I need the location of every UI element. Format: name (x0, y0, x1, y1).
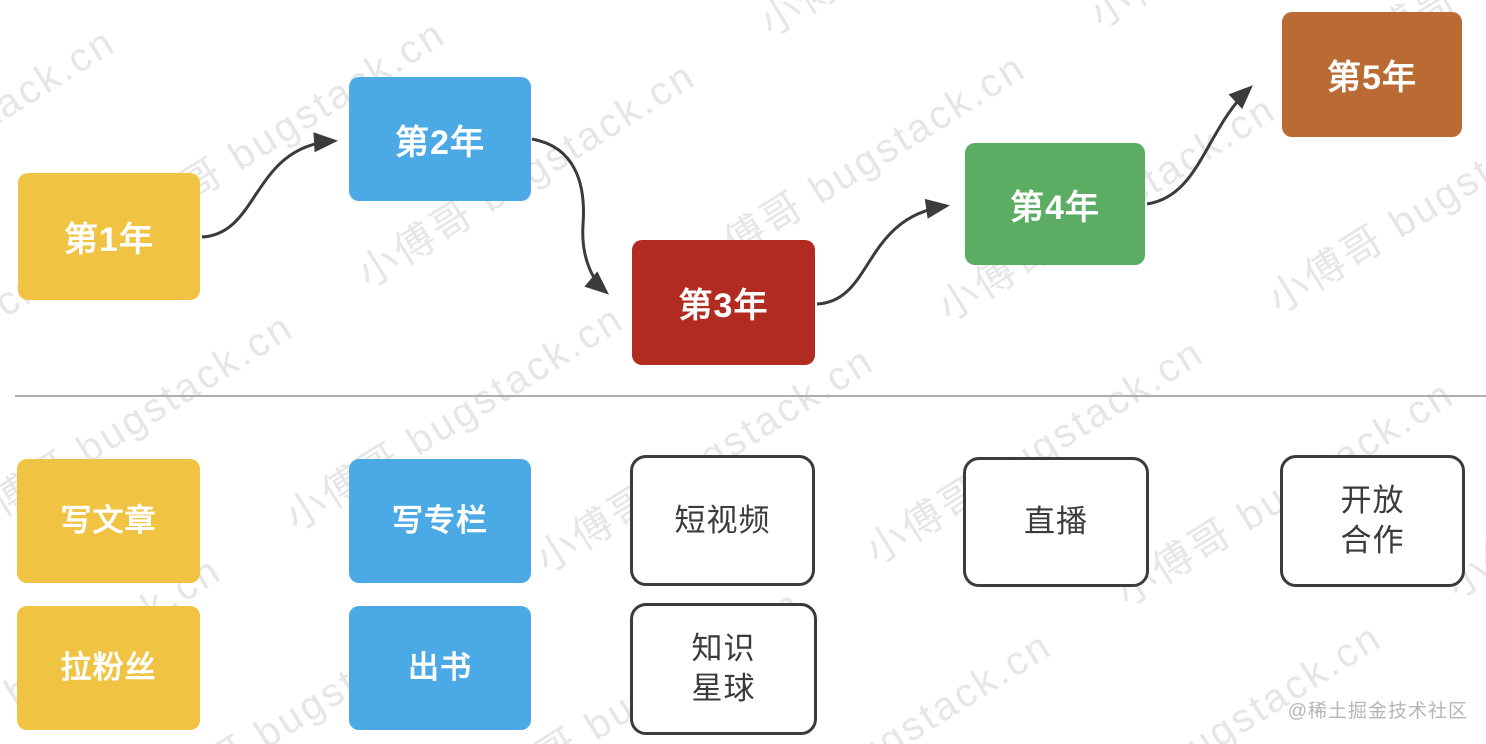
timeline-node-year-4: 第4年 (965, 143, 1145, 265)
activity-gain-fans: 拉粉丝 (17, 606, 200, 730)
activity-label: 写文章 (60, 503, 157, 538)
activity-label: 拉粉丝 (60, 650, 157, 685)
timeline-node-label: 第5年 (1327, 59, 1417, 97)
activity-label: 开放 合作 (1340, 483, 1405, 558)
timeline-node-year-2: 第2年 (349, 77, 531, 201)
section-divider (15, 395, 1486, 397)
activity-label: 直播 (1024, 504, 1088, 539)
activity-open-cooperation: 开放 合作 (1280, 455, 1465, 587)
activity-write-articles: 写文章 (17, 459, 200, 583)
activity-knowledge-planet: 知识 星球 (630, 603, 817, 735)
timeline-node-year-5: 第5年 (1282, 12, 1462, 137)
timeline-node-label: 第3年 (678, 287, 769, 325)
activity-short-video: 短视频 (630, 455, 815, 586)
timeline-node-label: 第1年 (64, 221, 154, 259)
timeline-node-year-1: 第1年 (18, 173, 200, 300)
activity-label: 写专栏 (392, 503, 488, 538)
arrow-year2-year3 (531, 137, 610, 295)
activity-publish-book: 出书 (349, 606, 531, 730)
activity-label: 短视频 (674, 502, 771, 538)
timeline-node-label: 第4年 (1010, 188, 1100, 227)
activity-label: 出书 (408, 650, 472, 685)
activity-write-column: 写专栏 (349, 459, 531, 583)
arrow-year4-year5 (1146, 85, 1253, 206)
arrow-year3-year4 (816, 198, 950, 306)
activity-live-streaming: 直播 (963, 457, 1149, 587)
arrow-year1-year2 (201, 132, 338, 239)
activity-label: 知识 星球 (691, 631, 756, 706)
credit-text: @稀土掘金技术社区 (1287, 701, 1468, 722)
timeline-node-label: 第2年 (395, 123, 485, 162)
timeline-node-year-3: 第3年 (632, 240, 815, 365)
